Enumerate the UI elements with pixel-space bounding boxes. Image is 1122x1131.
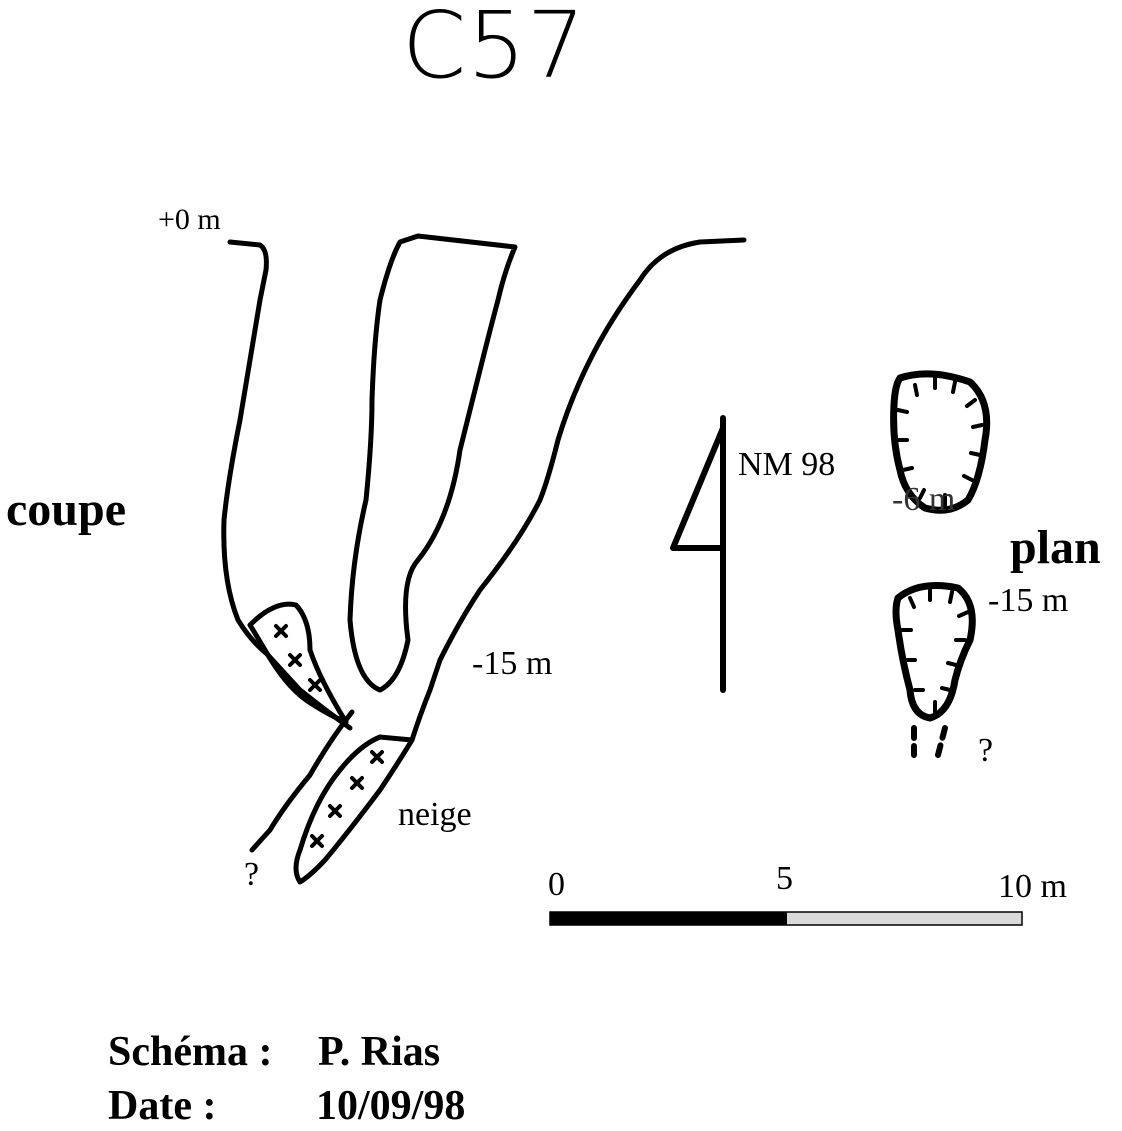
north-arrow <box>670 415 726 693</box>
section-left-wall <box>221 239 353 731</box>
section-right-branch <box>293 734 415 885</box>
section-unknown-mark: ? <box>244 856 260 893</box>
section-snow-label: neige <box>398 796 472 833</box>
plan-lower-depth: -15 m <box>988 582 1069 619</box>
plan-unknown-continuation <box>911 725 948 758</box>
section-depth-label: -15 m <box>472 645 553 682</box>
plan-lower-shaft <box>892 582 976 722</box>
diagram-title: C57 <box>402 0 587 99</box>
plan-upper-shaft <box>890 370 991 514</box>
scale-bar-black-segment <box>550 912 787 925</box>
date-label: Date : <box>108 1083 217 1129</box>
author-name: P. Rias <box>318 1029 441 1075</box>
date-value: 10/09/98 <box>316 1083 466 1129</box>
scale-bar <box>549 911 1023 926</box>
scale-tick-0: 0 <box>548 866 565 903</box>
plan-hachures <box>896 376 984 714</box>
section-label: coupe <box>6 483 126 536</box>
scale-tick-5: 5 <box>776 860 793 897</box>
section-top-depth: +0 m <box>158 203 221 236</box>
section-left-branch <box>249 709 355 853</box>
north-label: NM 98 <box>738 446 836 483</box>
snow-crosses <box>274 624 384 848</box>
plan-unknown-mark: ? <box>978 732 994 769</box>
author-label: Schéma : <box>108 1029 273 1075</box>
scale-tick-10m: 10 m <box>998 868 1067 905</box>
section-right-wall <box>409 237 747 743</box>
plan-view <box>890 370 991 722</box>
plan-label: plan <box>1010 521 1101 574</box>
section-central-pillar <box>347 233 518 693</box>
plan-upper-depth: -6 m <box>892 481 956 518</box>
cave-section <box>221 233 747 885</box>
section-upper-snow <box>247 601 349 725</box>
